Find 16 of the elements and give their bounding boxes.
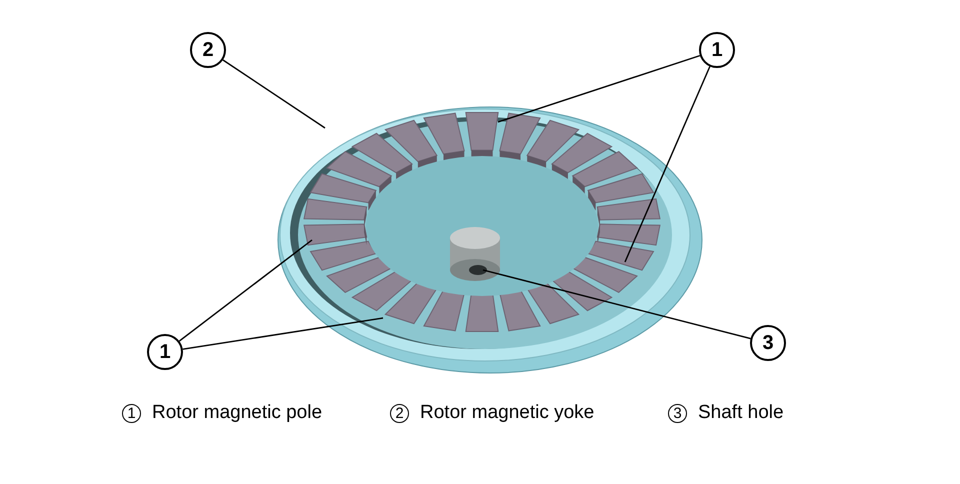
leader-line: [498, 54, 700, 123]
leader-line: [178, 239, 312, 342]
leader-line: [182, 317, 384, 350]
leader-line: [482, 269, 751, 340]
callout-number: 1: [147, 334, 183, 370]
key-label: Rotor magnetic yoke: [420, 402, 594, 424]
callout-number: 3: [668, 404, 687, 423]
key-label: Shaft hole: [698, 402, 784, 424]
callout-number: 3: [750, 325, 786, 361]
callout-number: 2: [390, 404, 409, 423]
leader-line: [222, 59, 326, 129]
leader-line: [624, 66, 710, 262]
callout-number: 1: [699, 32, 735, 68]
callout-number: 1: [122, 404, 141, 423]
callout-number: 2: [190, 32, 226, 68]
key-label: Rotor magnetic pole: [152, 402, 322, 424]
